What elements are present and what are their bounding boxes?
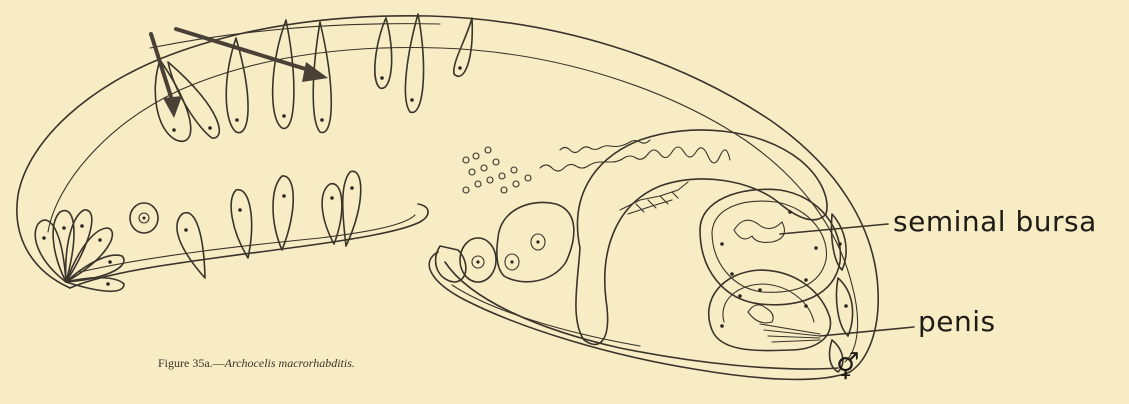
- seminal-bursa-leader: [780, 224, 888, 234]
- seminal-bursa-organ: [700, 189, 840, 304]
- posterior-wall-cells: [830, 214, 853, 372]
- seminal-bursa-label: seminal bursa: [893, 205, 1097, 238]
- penis-label: penis: [918, 305, 996, 338]
- pharynx-cells: [436, 202, 574, 282]
- isolated-cell: [130, 203, 158, 233]
- hermaphrodite-symbol-icon: ⚥: [836, 355, 859, 381]
- ventral-rhabdite-cells: [177, 171, 361, 278]
- figure-caption: Figure 35a.—Archocelis macrorhabditis.: [158, 356, 355, 371]
- figure-number: Figure 35a.—: [158, 356, 225, 370]
- posterior-ventral-outline: [445, 262, 838, 369]
- body-outline-outer: [17, 16, 878, 380]
- penis-leader: [820, 327, 914, 336]
- anterior-gland-cluster: [35, 210, 124, 291]
- species-name: Archocelis macrorhabditis.: [225, 356, 355, 370]
- granule-trail: [463, 140, 730, 193]
